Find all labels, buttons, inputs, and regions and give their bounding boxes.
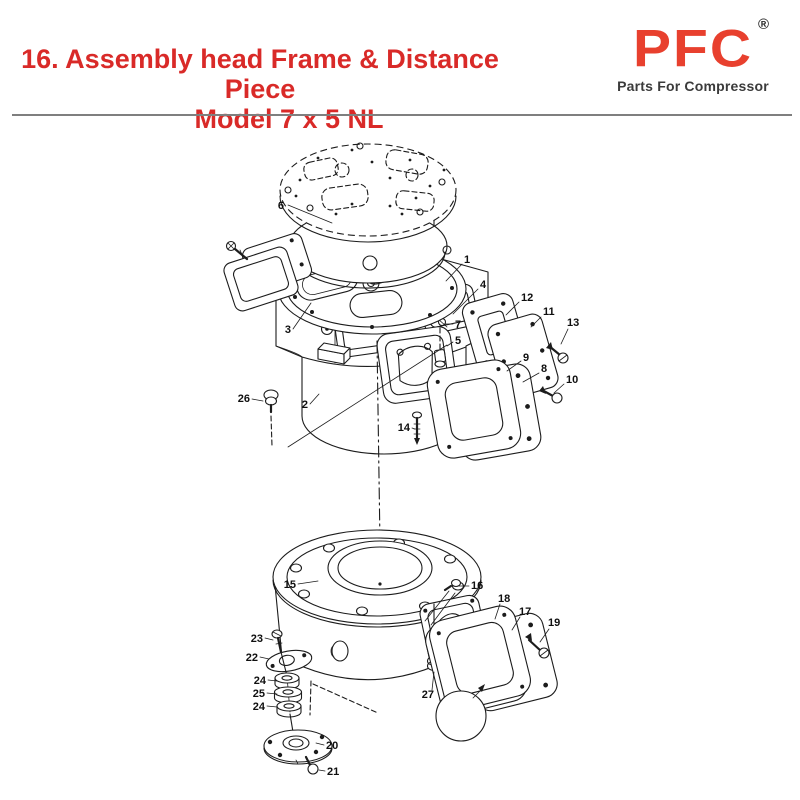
label-leader-line <box>553 383 565 394</box>
part-number-label: 8 <box>541 363 547 375</box>
bolt-19-drawing <box>525 633 550 659</box>
cover-18-drawing <box>425 605 531 716</box>
page-title-line-2: Model 7 x 5 NL <box>194 104 384 134</box>
label-leader-line <box>506 360 522 372</box>
part-number-label: 24 <box>254 675 267 687</box>
label-leader-line <box>446 341 454 347</box>
bolt-10-drawing <box>539 386 563 404</box>
page-header: 16. Assembly head Frame & Distance Piece… <box>0 0 800 134</box>
centerline <box>287 340 448 545</box>
label-leader-line <box>452 288 479 315</box>
flange-15-drawing <box>272 529 482 628</box>
pad-22-drawing <box>265 649 313 673</box>
part-number-label: 6 <box>278 200 284 212</box>
label-leader-line <box>264 637 274 641</box>
part-number-label: 20 <box>326 740 338 752</box>
label-leader-line <box>267 679 278 682</box>
part-number-label: 27 <box>422 689 434 701</box>
label-leader-line <box>297 580 319 585</box>
bolt-13-drawing <box>546 342 569 364</box>
part-number-label: 14 <box>398 422 411 434</box>
label-leader-line <box>560 328 569 345</box>
head-top-plate-drawing <box>279 142 457 243</box>
part-number-label: 17 <box>519 606 531 618</box>
label-leader-line <box>530 316 542 328</box>
page-title-line-1: 16. Assembly head Frame & Distance Piece <box>21 44 499 104</box>
part-number-label: 26 <box>238 393 250 405</box>
label-leader-line <box>539 628 550 643</box>
registered-trademark-icon: ® <box>757 16 769 33</box>
label-leader-line <box>259 656 270 660</box>
label-leader-line <box>266 692 278 695</box>
pfc-logo-text: PFC <box>633 19 753 79</box>
gasket-9-drawing <box>426 359 522 459</box>
plug-26-drawing <box>263 389 279 447</box>
page-title: 16. Assembly head Frame & Distance Piece… <box>0 44 520 134</box>
balloon-callout <box>435 684 487 742</box>
brand-logo: PFC ® Parts For Compressor <box>608 16 778 94</box>
part-number-label: 16 <box>471 580 483 592</box>
part-number-label: 12 <box>521 292 533 304</box>
part-number-label: 18 <box>498 593 510 605</box>
label-leader-line <box>431 671 435 691</box>
label-leader-line <box>266 705 278 708</box>
part-number-label: 15 <box>284 579 296 591</box>
label-leader-line <box>505 301 520 316</box>
part-number-label: 7 <box>455 319 461 331</box>
part-number-label: 19 <box>548 617 560 629</box>
part-number-label: 1 <box>464 254 470 266</box>
part-number-label: 11 <box>543 306 555 318</box>
part-number-label: 22 <box>246 652 258 664</box>
left-cover-plate-drawing <box>223 233 313 312</box>
logo-wordmark: PFC ® <box>633 16 769 79</box>
flange-20-drawing <box>263 729 333 765</box>
bolt-16-drawing <box>424 578 462 626</box>
label-leader-line <box>315 742 325 746</box>
lower-dashed-lines <box>309 680 379 716</box>
label-leader-line <box>251 398 264 402</box>
washer-stack-drawing <box>273 651 303 733</box>
part-number-label: 9 <box>523 352 529 364</box>
part-number-label: 21 <box>327 766 339 778</box>
label-leader-line <box>411 427 416 430</box>
part-number-label: 3 <box>285 324 291 336</box>
label-leader-line <box>522 372 540 383</box>
part-number-label: 2 <box>302 399 308 411</box>
part-number-label: 23 <box>251 633 263 645</box>
label-leader-line <box>287 204 333 224</box>
screw-14-drawing <box>411 411 423 445</box>
label-leader-line <box>292 302 312 330</box>
part-number-label: 13 <box>567 317 579 329</box>
part-number-label: 24 <box>253 701 266 713</box>
bolt-21-drawing <box>304 755 319 775</box>
label-leader-line <box>309 393 320 405</box>
label-leader-line <box>511 616 521 631</box>
part-number-label: 25 <box>253 688 265 700</box>
part-number-label: 5 <box>455 335 461 347</box>
label-leader-line <box>445 263 463 282</box>
header-divider <box>12 114 792 116</box>
label-leader-line <box>494 603 501 620</box>
part-number-label: 10 <box>566 374 578 386</box>
part-number-label: 4 <box>480 279 487 291</box>
screw-23-drawing <box>271 629 283 654</box>
label-leader-line <box>318 769 326 772</box>
logo-tagline: Parts For Compressor <box>617 78 769 94</box>
